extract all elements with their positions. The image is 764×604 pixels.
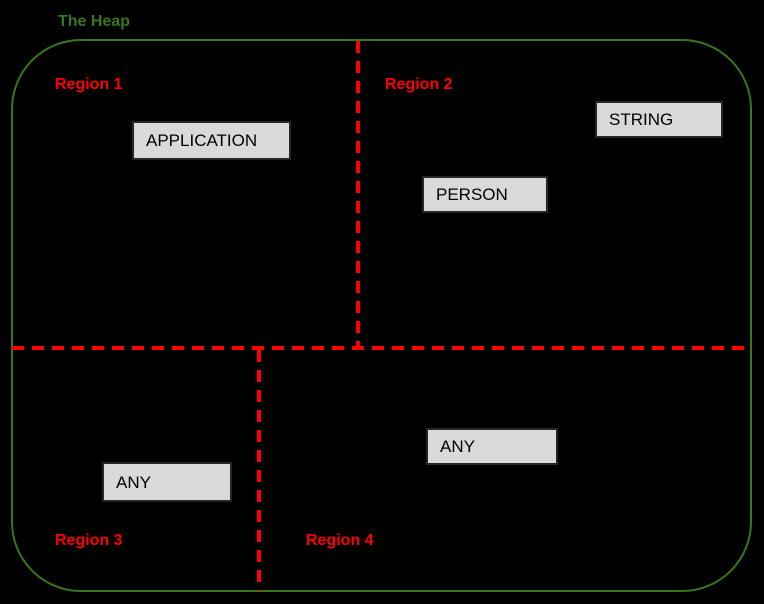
region-2-label: Region 2 [385, 76, 453, 93]
type-box-person: PERSON [422, 176, 548, 213]
divider-horizontal [12, 346, 752, 350]
region-3-label: Region 3 [55, 532, 123, 549]
divider-vertical-top [356, 41, 360, 346]
type-box-any-region3: ANY [102, 462, 232, 502]
type-box-string: STRING [595, 101, 723, 138]
type-box-any-region4: ANY [426, 428, 558, 465]
type-box-application: APPLICATION [132, 121, 291, 160]
divider-vertical-bottom [257, 350, 261, 591]
region-1-label: Region 1 [55, 76, 123, 93]
region-4-label: Region 4 [306, 532, 374, 549]
heap-outline [11, 39, 752, 592]
heap-title: The Heap [58, 13, 131, 30]
